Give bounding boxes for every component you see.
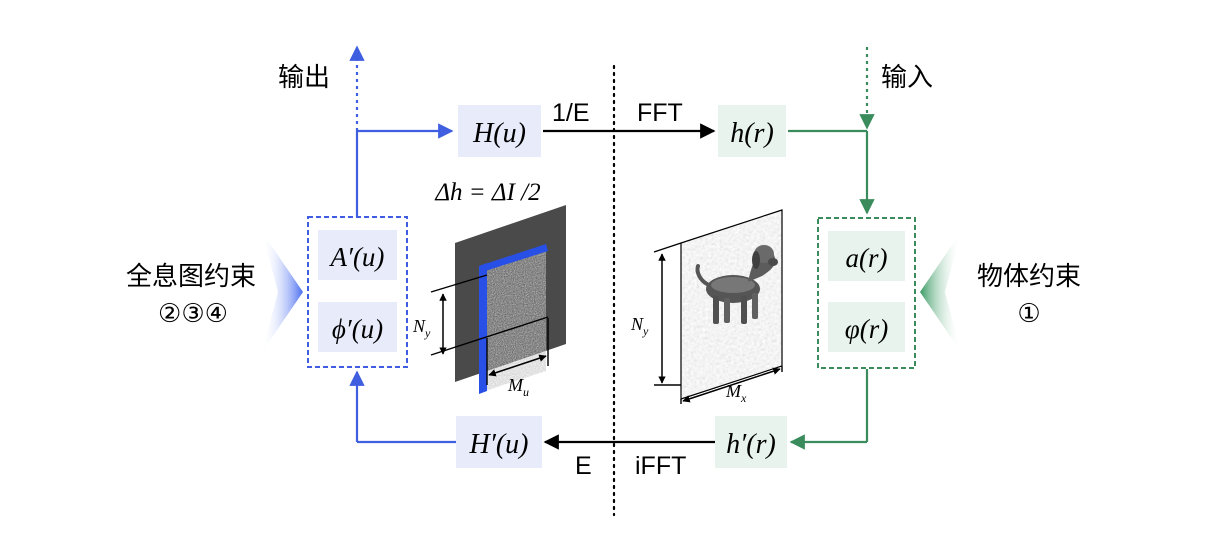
H-u-box (458, 105, 541, 157)
label-fft: FFT (637, 99, 683, 127)
ny-left-ext-top (430, 274, 488, 293)
input-label: 输入 (881, 63, 933, 93)
hologram-blue-edge-side (479, 263, 487, 394)
A-prime-u-box (318, 230, 397, 280)
hologram-constraint-nums: ②③④ (158, 299, 228, 329)
hologram-blue-edge-top (479, 244, 548, 273)
varphi-r-box (828, 302, 905, 352)
object-constraint-num: ① (1017, 299, 1040, 329)
mu-label: Mu (507, 375, 529, 399)
phi-prime-u-box (318, 302, 397, 352)
hologram-constraint-label: 全息图约束 (126, 262, 256, 292)
delta-relation: Δh = ΔI /2 (434, 179, 540, 206)
h-r-formula: h(r) (730, 118, 774, 149)
mx-dim (682, 367, 781, 403)
output-label: 输出 (278, 63, 330, 93)
hologram-constraint-group (307, 216, 408, 368)
object-plane (681, 210, 782, 399)
h-prime-r-box (715, 416, 787, 468)
label-inverse-e: 1/E (552, 99, 590, 127)
ny-right-ext-top (653, 242, 682, 253)
hologram-constraint-chevron (262, 232, 303, 352)
A-prime-u-formula: A′(u) (329, 242, 385, 272)
H-u-formula: H(u) (472, 118, 526, 149)
a-r-box (828, 231, 905, 281)
a-r-formula: a(r) (846, 243, 888, 273)
object-constraint-group (817, 217, 916, 369)
h-prime-r-formula: h′(r) (726, 429, 776, 460)
phi-prime-u-formula: ϕ′(u) (332, 314, 383, 344)
object-constraint-chevron (920, 232, 961, 352)
label-ifft: iFFT (635, 452, 686, 480)
object-constraint-label: 物体约束 (977, 262, 1081, 292)
ny-right-label: Ny (630, 314, 649, 338)
label-e: E (575, 452, 592, 480)
dog-image (695, 245, 778, 324)
mu-dim (488, 354, 547, 377)
ny-left-ext-bottom (430, 316, 549, 356)
ny-left-label: Ny (412, 316, 431, 340)
H-prime-u-formula: H′(u) (469, 429, 529, 460)
h-r-box (718, 105, 786, 157)
H-prime-u-box (456, 416, 542, 468)
varphi-r-formula: φ(r) (845, 314, 888, 344)
mx-label: Mx (725, 381, 747, 405)
